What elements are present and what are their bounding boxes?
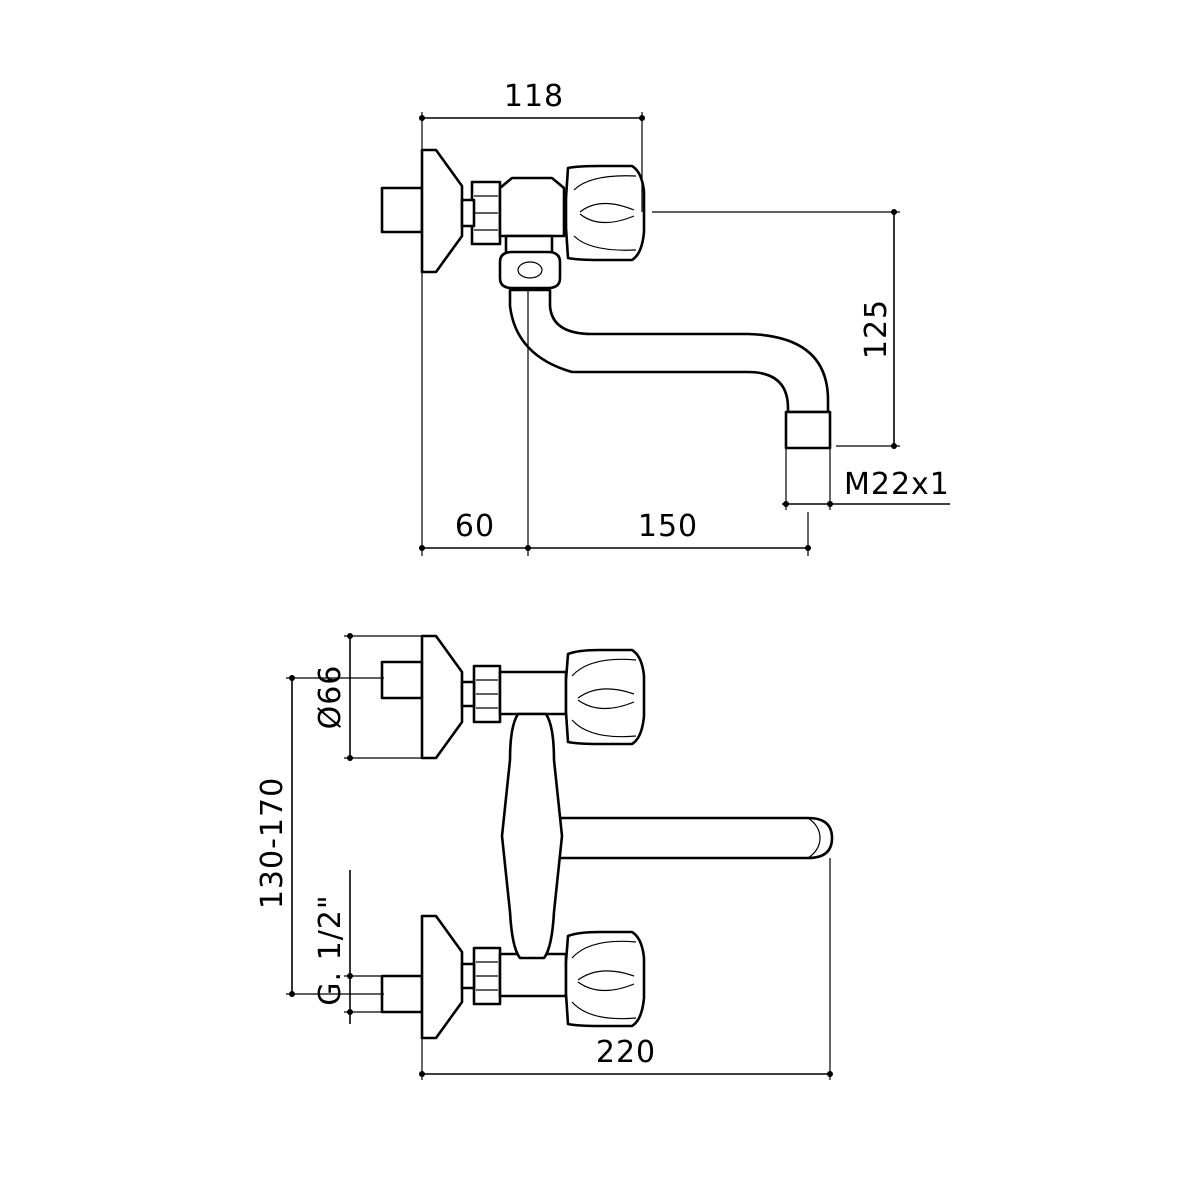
front-lower-handle bbox=[564, 930, 646, 1028]
front-view-dimensions: Ø66 130-170 G. 1/2" 220 bbox=[255, 633, 833, 1080]
dim-reach-label: 150 bbox=[638, 509, 698, 544]
front-view-faucet bbox=[380, 634, 834, 1040]
front-spout bbox=[546, 816, 834, 860]
dim-width-label: 118 bbox=[504, 79, 564, 114]
dim-diameter-label: Ø66 bbox=[313, 665, 348, 730]
side-inlet-stub bbox=[380, 186, 424, 234]
side-handle bbox=[564, 164, 646, 262]
dim-overall-label: 220 bbox=[596, 1035, 656, 1070]
front-lower-inlet-stub bbox=[380, 974, 424, 1014]
dim-wall-to-spout-label: 60 bbox=[455, 509, 495, 544]
front-upper-inlet-stub bbox=[380, 660, 424, 700]
front-upper-handle bbox=[564, 648, 646, 746]
side-spout bbox=[508, 288, 830, 414]
front-lower-valve bbox=[380, 914, 646, 1040]
front-upper-valve bbox=[380, 634, 646, 760]
side-view-dimensions: 118 125 M22x1 60 150 bbox=[419, 79, 950, 556]
dim-height-label: 125 bbox=[859, 299, 894, 359]
side-wall-flange bbox=[420, 148, 464, 274]
front-mixer-body bbox=[500, 712, 564, 960]
dim-thread-label: M22x1 bbox=[844, 467, 950, 502]
side-swivel-union bbox=[498, 250, 562, 290]
side-valve-body bbox=[498, 176, 566, 238]
dim-inlet-label: G. 1/2" bbox=[313, 894, 348, 1005]
front-upper-flange bbox=[420, 634, 464, 760]
front-lower-flange bbox=[420, 914, 464, 1040]
side-view-faucet bbox=[380, 148, 832, 450]
dim-centers-label: 130-170 bbox=[255, 777, 290, 909]
side-aerator bbox=[784, 410, 832, 450]
